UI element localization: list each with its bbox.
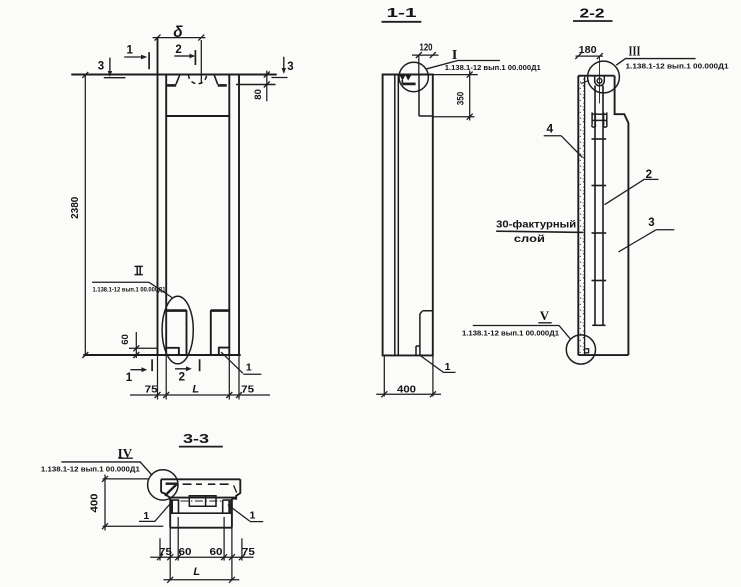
svg-text:3: 3 [648,217,654,229]
svg-text:1-1: 1-1 [387,5,417,20]
svg-text:400: 400 [397,383,416,395]
svg-text:слой: слой [514,234,545,245]
svg-text:350: 350 [456,92,466,106]
svg-text:60: 60 [179,546,192,558]
svg-text:4: 4 [547,122,554,136]
svg-text:1: 1 [249,509,255,521]
svg-text:2-2: 2-2 [580,6,605,21]
svg-text:1: 1 [445,361,451,373]
svg-text:2: 2 [179,372,185,384]
svg-text:180: 180 [579,45,597,56]
svg-text:1: 1 [143,510,149,522]
svg-text:III: III [629,44,641,59]
svg-text:75: 75 [159,546,172,558]
svg-text:IV: IV [118,446,133,461]
svg-text:L: L [192,384,199,396]
svg-text:2: 2 [646,169,652,181]
svg-text:75: 75 [241,384,254,396]
svg-text:2380: 2380 [70,196,81,219]
svg-text:3: 3 [98,61,104,73]
svg-text:1: 1 [126,372,133,384]
svg-text:1: 1 [126,45,133,57]
svg-text:80: 80 [253,89,264,100]
svg-text:75: 75 [242,546,255,558]
svg-text:1.138.1-12 вып.1 00.000Д1: 1.138.1-12 вып.1 00.000Д1 [462,328,559,337]
svg-text:1.138.1-12 вып.1 00.000Д1: 1.138.1-12 вып.1 00.000Д1 [626,61,729,70]
svg-text:L: L [193,566,200,578]
svg-text:60: 60 [210,546,223,558]
svg-text:1: 1 [246,362,252,374]
svg-text:120: 120 [420,43,433,54]
svg-text:I: I [452,48,457,63]
svg-text:2: 2 [175,44,181,56]
svg-text:1.138.1-12 вып.1 00.000Д1: 1.138.1-12 вып.1 00.000Д1 [445,63,541,72]
svg-text:3: 3 [287,61,293,73]
svg-text:75: 75 [145,384,158,396]
svg-text:400: 400 [89,493,101,512]
svg-text:1.138.1-12 вып.1 00.000Д1: 1.138.1-12 вып.1 00.000Д1 [41,464,140,473]
svg-text:δ: δ [173,24,183,41]
svg-text:3-3: 3-3 [183,431,209,446]
svg-text:V: V [540,308,550,323]
svg-text:30-фактурный: 30-фактурный [496,218,576,230]
svg-text:60: 60 [120,334,131,345]
svg-text:1.138.1-12 вып.1 00.000Д1: 1.138.1-12 вып.1 00.000Д1 [93,286,166,293]
